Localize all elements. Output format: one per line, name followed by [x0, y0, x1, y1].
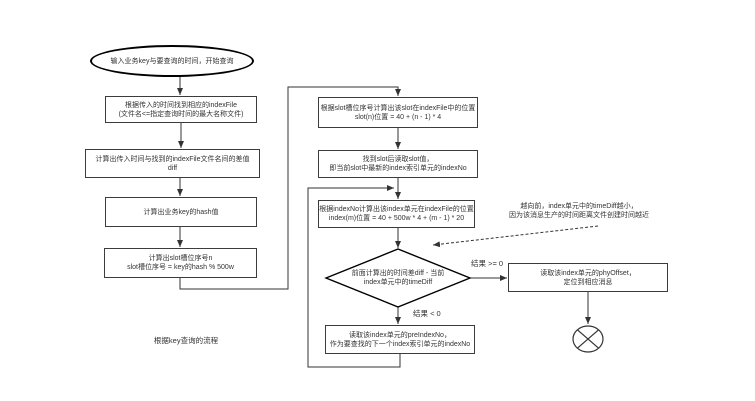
node-find-index-file: 根据传入的时间找到相应的indexFile (文件名<=指定查询时间的最大名称文…: [105, 96, 257, 123]
edge-slot-no-to-slot-pos: [179, 86, 401, 290]
edge-preindexno-loop-back: [307, 185, 401, 368]
node-calc-key-hash: 计算出业务key的hash值: [105, 197, 257, 227]
edge-label-result-ge-zero: 结果 >= 0: [471, 259, 504, 268]
diagram-caption: 根据key查询的流程: [153, 336, 219, 345]
node-start: 输入业务key与要查询的时间，开始查询: [90, 45, 254, 77]
node-calc-slot-no: 计算出slot槽位序号n slot槽位序号 = key的hash % 500w: [104, 248, 257, 278]
annotation-note: 越向前，index单元中的timeDiff越小， 因为该消息生产的时间距离文件创…: [509, 203, 649, 219]
node-read-pre-index-no: 读取该index单元的preIndexNo， 作为要查找的下一个index索引单…: [325, 325, 475, 354]
decision-diamond-shape: [324, 248, 472, 308]
node-read-phy-offset: 读取该index单元的phyOffset， 定位到相应消息: [508, 263, 668, 292]
edge-label-result-lt-zero: 结果 < 0: [413, 309, 441, 318]
node-calc-slot-pos: 根据slot槽位序号计算出该slot在indexFile中的位置 slot(n)…: [318, 97, 478, 128]
node-diff-compare-decision: 前面计算出的时间差diff - 当前 index单元中的timeDiff: [351, 270, 445, 286]
node-calc-time-diff: 计算出传入时间与找到的indexFile文件名间的差值 diff: [85, 149, 260, 178]
end-terminator-icon: [572, 325, 604, 353]
node-read-slot-value: 找到slot后读取slot值， 即当前slot中最新的index索引单元的ind…: [318, 150, 478, 178]
node-calc-index-pos: 根据indexNo计算出该index单元在indexFile的位置 index(…: [318, 200, 475, 228]
edge-annotation-dashed-arrow: [432, 225, 599, 248]
